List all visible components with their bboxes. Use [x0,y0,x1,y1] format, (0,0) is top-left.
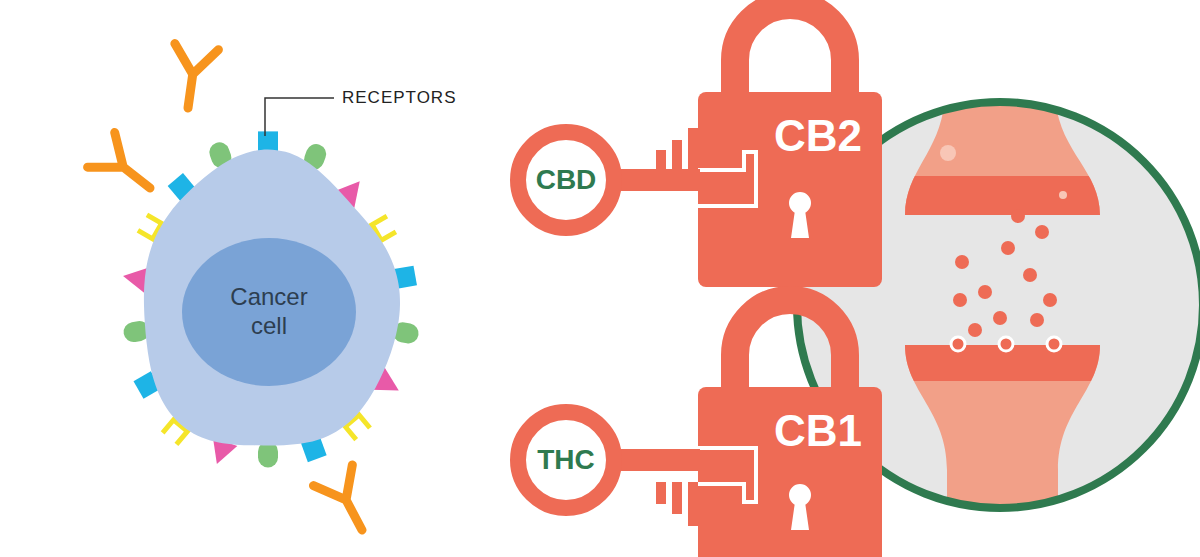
highlight [940,145,956,161]
axon-membrane [895,176,1110,216]
receptor-name: CB2 [774,114,862,158]
padlock [698,300,882,557]
antibody [313,465,381,540]
cancer-cell [121,131,420,468]
padlock [698,5,882,287]
key-tooth [688,128,698,172]
neurotransmitter [1035,225,1049,239]
key-tooth [656,482,666,504]
antibody [88,132,164,205]
compound-name: THC [537,444,595,476]
keyhole [789,484,811,530]
key-bit [698,448,756,502]
key-shaft [620,169,700,191]
neurotransmitter [978,285,992,299]
key-head: THC [510,404,622,516]
neurotransmitter [1043,293,1057,307]
key-tooth [656,150,666,172]
cell-nucleus: Cancer cell [182,238,356,386]
antibodies [88,44,382,541]
receptors [121,131,420,468]
neurotransmitter [993,311,1007,325]
neurotransmitter [1030,313,1044,327]
neurotransmitter [953,293,967,307]
lock-body [698,92,882,287]
neurotransmitter [1001,241,1015,255]
neurotransmitter [968,323,982,337]
part-label: RECEPTORS [342,88,457,108]
key-head: CBD [510,124,622,236]
keyhole [789,192,811,238]
key-tooth [688,482,698,526]
key-bit [698,152,756,206]
receptor-site [1047,337,1061,351]
leader-line [265,98,334,136]
shackle [735,5,845,100]
shackle [735,300,845,395]
receptor-name: CB1 [774,409,862,453]
compound-name: CBD [536,164,597,196]
receptor-square [258,131,278,151]
neurotransmitter [1023,268,1037,282]
cell-label: Cancer cell [219,283,319,341]
padlock-body: CB2 [698,92,882,287]
neurotransmitter [955,255,969,269]
key-shaft [620,449,700,471]
key-tooth [672,482,682,514]
key-tooth [672,140,682,172]
antibody [166,44,218,112]
receptor-site [951,337,965,351]
lock-body [698,387,882,557]
highlight [1059,191,1067,199]
cell-body [144,149,400,445]
neurotransmitters [953,225,1057,337]
receptor-site [999,337,1013,351]
padlock-body: CB1 [698,387,882,557]
receptor [258,131,278,151]
release-site [1011,209,1025,223]
